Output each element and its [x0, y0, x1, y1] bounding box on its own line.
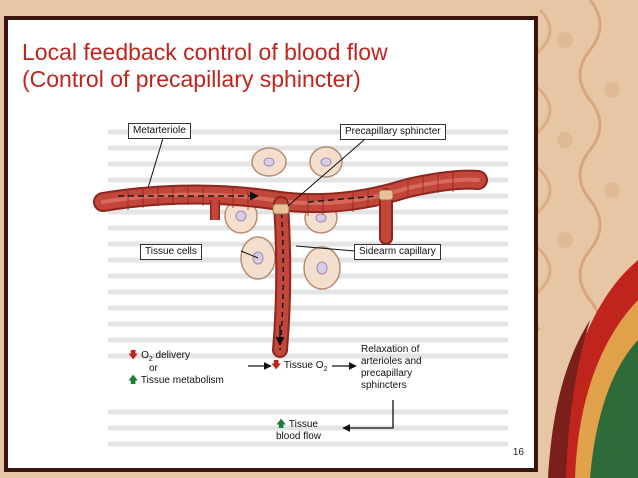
down-arrow-icon: 🡇: [271, 360, 282, 371]
tissue-o2-label: 🡇 Tissue O2: [271, 360, 328, 373]
slide-title-line-2: (Control of precapillary sphincter): [22, 66, 361, 92]
background-text-texture: [108, 129, 508, 447]
label-metarteriole: Metarteriole: [128, 123, 191, 139]
capillary-vessel: [272, 196, 292, 358]
label-tissue-cells: Tissue cells: [140, 244, 202, 260]
label-precapillary-sphincter: Precapillary sphincter: [340, 124, 446, 140]
blood-flow-diagram: [93, 129, 508, 447]
tissue-metabolism-label: 🡅 Tissue metabolism: [128, 375, 224, 386]
precapillary-sphincter-right: [378, 189, 394, 201]
metarteriole-vessel: [93, 169, 488, 214]
down-arrow-icon: 🡇: [128, 350, 139, 361]
flowchart-arrows: [248, 362, 394, 432]
leaf-decoration: [548, 260, 638, 478]
or-label: or: [149, 363, 158, 374]
precapillary-sphincter-left: [272, 203, 290, 215]
page-number: 16: [512, 447, 524, 458]
up-arrow-icon: 🡅: [276, 419, 287, 430]
slide-title-line-1: Local feedback control of blood flow: [22, 39, 388, 65]
up-arrow-icon: 🡅: [128, 375, 139, 386]
slide: Local feedback control of blood flow (Co…: [8, 20, 534, 468]
flow-direction-dash-right: [307, 195, 379, 203]
leader-lines: [147, 134, 365, 259]
o2-delivery-label: 🡇 O2 delivery: [128, 350, 190, 363]
cell-nuclei: [235, 157, 332, 275]
relaxation-label: Relaxation of arterioles and precapillar…: [361, 344, 422, 391]
tissue-blood-flow-label: 🡅 Tissue blood flow: [276, 419, 322, 442]
label-sidearm-capillary: Sidearm capillary: [354, 244, 441, 260]
